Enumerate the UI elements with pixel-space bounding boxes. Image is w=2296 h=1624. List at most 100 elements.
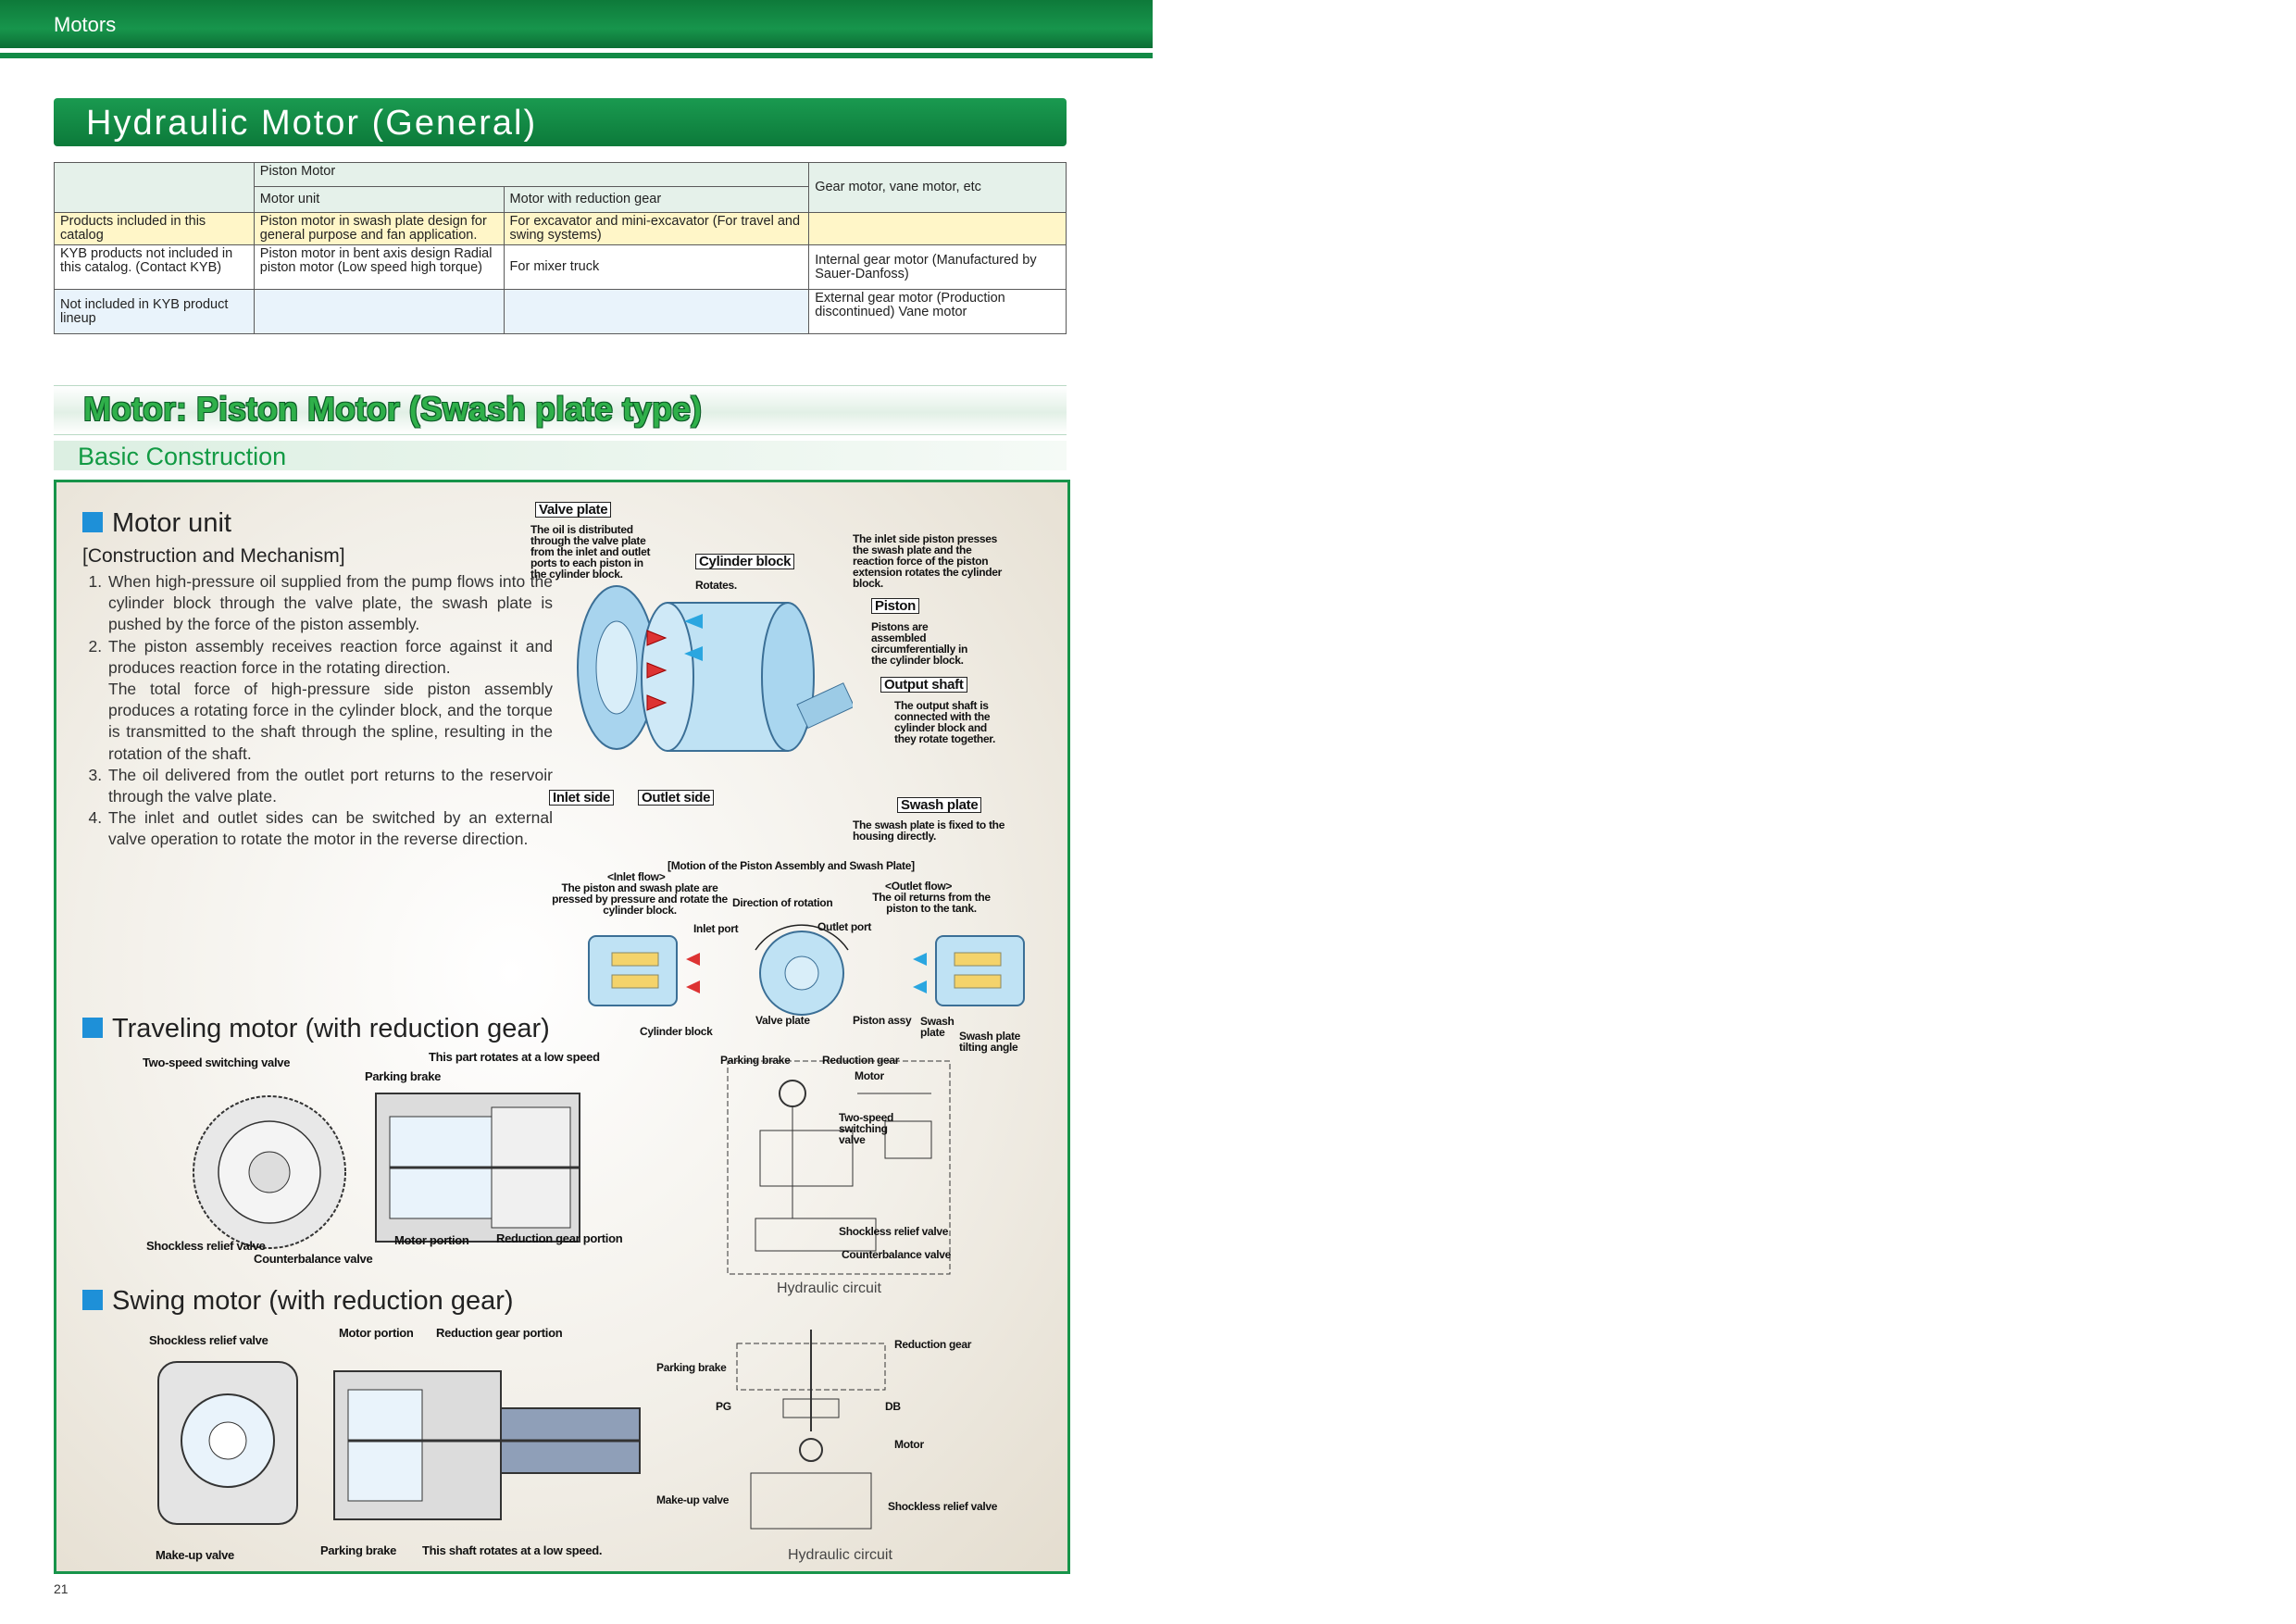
label-valve-plate-desc: The oil is distributed through the valve… [530,523,651,581]
label-output-shaft: Output shaft [880,677,967,693]
label-cylinder-block-2: Cylinder block [640,1025,713,1038]
table-row: Not included in KYB product lineup Exter… [54,289,1067,334]
label-c-swing-parking: Parking brake [656,1361,727,1374]
step-continuation: The total force of high-pressure side pi… [108,680,553,763]
header-divider [0,53,1153,58]
traveling-circuit-diagram [727,1060,951,1275]
traveling-circuit-caption: Hydraulic circuit [777,1280,881,1296]
table-header-other: Gear motor, vane motor, etc [808,162,1067,213]
label-direction: Direction of rotation [732,896,833,909]
page-title-bar: Hydraulic Motor (General) [54,98,1067,146]
construction-subheading: [Construction and Mechanism] [82,545,345,567]
header-section-label: Motors [54,13,117,36]
list-item: The inlet and outlet sides can be switch… [106,807,553,850]
label-shockless-relief: Shockless relief valve [146,1239,266,1253]
table-cell: Internal gear motor (Manufactured by Sau… [808,244,1067,290]
label-c-swing-reduction: Reduction gear [894,1338,972,1351]
traveling-motor-illustration [193,1093,580,1249]
label-inlet-port: Inlet port [693,922,739,935]
bullet-square-icon [82,1018,103,1038]
label-parking-brake: Parking brake [365,1069,442,1083]
label-cylinder-block-desc: Rotates. [695,579,737,592]
step-text: The piston assembly receives reaction fo… [108,636,553,677]
label-inlet-flow: <Inlet flow> [607,870,666,883]
label-two-speed: Two-speed switching valve [143,1056,291,1069]
label-cylinder-block: Cylinder block [695,554,795,569]
table-header-unit: Motor unit [253,186,505,213]
label-c-shockless: Shockless relief valve [839,1225,949,1238]
label-swing-motor-portion: Motor portion [339,1326,414,1340]
label-output-shaft-desc: The output shaft is connected with the c… [894,699,996,745]
table-cell: For excavator and mini-excavator (For tr… [503,212,810,245]
table-header-reduction: Motor with reduction gear [503,186,810,213]
label-outlet-flow: <Outlet flow> [885,880,953,893]
label-c-reduction: Reduction gear [822,1054,900,1067]
traveling-heading-text: Traveling motor (with reduction gear) [112,1014,550,1043]
page-number: 21 [54,1581,69,1596]
label-motor-portion: Motor portion [394,1233,469,1247]
label-makeup-valve: Make-up valve [156,1548,234,1562]
label-outlet-port: Outlet port [817,920,872,933]
label-swing-reduction-portion: Reduction gear portion [436,1326,563,1340]
page-title: Hydraulic Motor (General) [86,104,538,143]
bullet-square-icon [82,512,103,532]
list-item: The piston assembly receives reaction fo… [106,636,553,765]
bullet-square-icon [82,1290,103,1310]
label-swing-shockless: Shockless relief valve [149,1333,268,1347]
table-row-label: KYB products not included in this catalo… [54,244,255,290]
label-counterbalance: Counterbalance valve [254,1252,373,1266]
subheading: Basic Construction [78,443,287,470]
swing-motor-illustration [157,1361,641,1525]
label-c-pg: PG [716,1400,731,1413]
label-c-db: DB [885,1400,901,1413]
label-piston-desc: Pistons are assembled circumferentially … [871,620,968,667]
label-swing-shaft: This shaft rotates at a low speed. [422,1543,603,1557]
label-inlet-side: Inlet side [549,790,615,806]
motor-unit-illustration [577,585,853,752]
table-row-label: Not included in KYB product lineup [54,289,255,334]
label-inlet-flow-desc: The piston and swash plate are pressed b… [552,881,728,917]
label-outlet-side: Outlet side [638,790,715,806]
swing-circuit-caption: Hydraulic circuit [788,1547,892,1563]
table-cell: Piston motor in swash plate design for g… [253,212,505,245]
label-swash-plate: Swash plate [897,797,982,813]
table-cell: Piston motor in bent axis design Radial … [253,244,505,290]
label-swing-parking: Parking brake [320,1543,397,1557]
motor-unit-heading-text: Motor unit [112,508,231,538]
motor-unit-heading: Motor unit [82,508,231,539]
table-cell [253,289,505,334]
subheading-bar: Basic Construction [54,441,1067,470]
comparison-table: Piston Motor Gear motor, vane motor, etc… [54,162,1067,334]
table-cell: For mixer truck [503,244,810,290]
table-cell [808,212,1067,245]
header-bar: Motors [0,0,1153,48]
label-valve-plate: Valve plate [535,502,612,518]
table-header-piston: Piston Motor [253,162,810,187]
label-piston-assy: Piston assy [853,1014,912,1027]
label-c-swing-motor: Motor [894,1438,924,1451]
label-c-two-speed: Two-speed switching valve [839,1111,894,1146]
swing-heading-text: Swing motor (with reduction gear) [112,1286,514,1316]
label-rotates-low: This part rotates at a low speed [429,1050,600,1064]
label-piston: Piston [871,598,920,614]
label-motion-title: [Motion of the Piston Assembly and Swash… [668,859,915,872]
label-c-counterbalance: Counterbalance valve [842,1248,952,1261]
section-title: Motor: Piston Motor (Swash plate type) [83,390,703,428]
label-tilting-angle: Swash plate tilting angle [959,1030,1021,1054]
motion-illustration [588,924,1025,1016]
label-reduction-portion: Reduction gear portion [496,1231,623,1245]
table-row-label: Products included in this catalog [54,212,255,245]
label-swash-plate-desc: The swash plate is fixed to the housing … [853,818,1005,843]
list-item: The oil delivered from the outlet port r… [106,765,553,807]
table-row: Products included in this catalog Piston… [54,212,1067,245]
label-inlet-piston-desc: The inlet side piston presses the swash … [853,532,1003,590]
table-cell: External gear motor (Production disconti… [808,289,1067,334]
swing-circuit-diagram [736,1330,886,1530]
list-item: When high-pressure oil supplied from the… [106,571,553,636]
label-c-swing-shockless: Shockless relief valve [888,1500,998,1513]
table-corner-cell [54,162,255,213]
label-c-makeup: Make-up valve [656,1493,730,1506]
traveling-heading: Traveling motor (with reduction gear) [82,1014,550,1044]
table-row: KYB products not included in this catalo… [54,244,1067,290]
label-outlet-flow-desc: The oil returns from the piston to the t… [872,891,991,915]
